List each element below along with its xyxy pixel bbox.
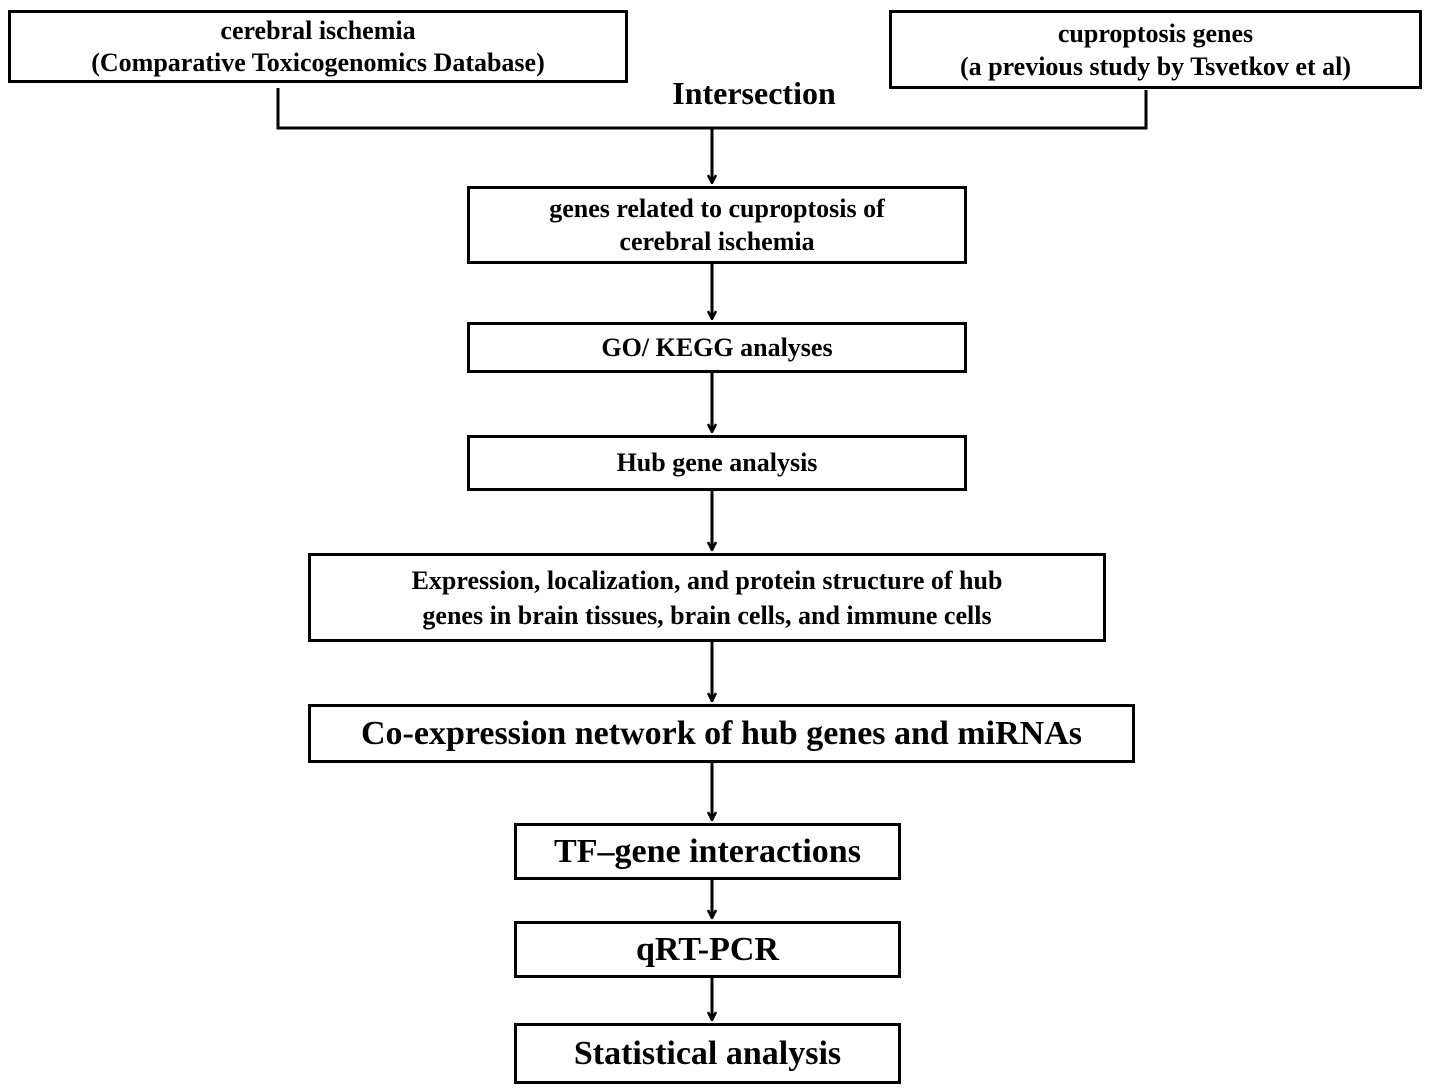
- step-genes-related-line1: genes related to cuproptosis of: [549, 194, 885, 223]
- step-genes-related-line2: cerebral ischemia: [619, 227, 815, 256]
- step-hub-gene-label: Hub gene analysis: [616, 448, 818, 477]
- step-expression-box: Expression, localization, and protein st…: [308, 553, 1106, 642]
- step-statistical-box: Statistical analysis: [514, 1023, 901, 1084]
- step-go-kegg-box: GO/ KEGG analyses: [467, 322, 967, 373]
- intersection-label: Intersection: [672, 74, 836, 111]
- source-right-subtitle: (a previous study by Tsvetkov et al): [959, 51, 1352, 81]
- source-left-subtitle: (Comparative Toxicogenomics Database): [91, 47, 545, 77]
- step-tf-gene-label: TF–gene interactions: [554, 832, 861, 870]
- source-right-title: cuproptosis genes: [1057, 18, 1254, 48]
- source-cuproptosis-genes-box: cuproptosis genes (a previous study by T…: [889, 10, 1422, 89]
- step-go-kegg-label: GO/ KEGG analyses: [601, 332, 833, 362]
- step-expression-line1: Expression, localization, and protein st…: [411, 565, 1003, 595]
- source-cerebral-ischemia-box: cerebral ischemia (Comparative Toxicogen…: [8, 10, 628, 83]
- step-qrt-pcr-label: qRT-PCR: [635, 930, 780, 968]
- step-qrt-pcr-box: qRT-PCR: [514, 921, 901, 978]
- step-expression-line2: genes in brain tissues, brain cells, and…: [422, 600, 992, 630]
- step-coexpression-box: Co-expression network of hub genes and m…: [308, 704, 1135, 763]
- step-statistical-label: Statistical analysis: [573, 1034, 842, 1072]
- step-tf-gene-box: TF–gene interactions: [514, 823, 901, 880]
- step-coexpression-label: Co-expression network of hub genes and m…: [361, 714, 1082, 752]
- step-genes-related-box: genes related to cuproptosis of cerebral…: [467, 186, 967, 264]
- step-hub-gene-box: Hub gene analysis: [467, 435, 967, 491]
- source-left-title: cerebral ischemia: [220, 15, 416, 45]
